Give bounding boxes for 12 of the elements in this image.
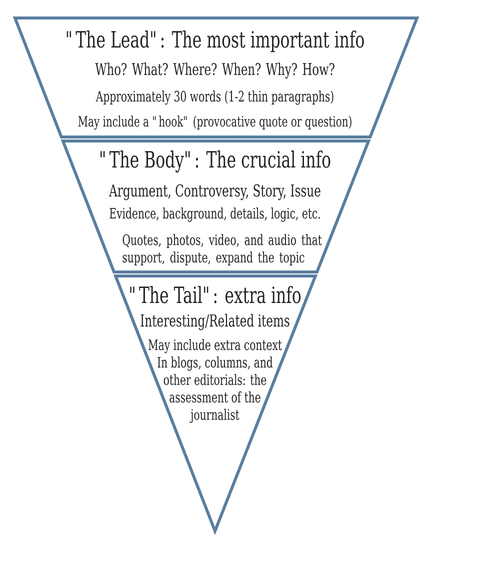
band-text: Who? What? Where? When? Why? How?	[95, 62, 334, 79]
band-text: Evidence, background, details, logic, etc.	[110, 208, 320, 222]
band-text: May include extra context	[148, 339, 282, 354]
band-heading: "The Body": The crucial info	[100, 150, 330, 172]
band-text: In blogs, columns, and other editorials: the assessment of the journalist	[158, 356, 273, 424]
band-text: Argument, Controversy, Story, Issue	[108, 184, 320, 200]
band-text: May include a "hook" (provocative quote or question)	[78, 116, 352, 130]
band-text: Quotes, photos, video, and audio that support, dispute, expand the topic	[122, 234, 322, 266]
band-heading: "The Lead": The most important info	[66, 30, 364, 52]
band-heading: "The Tail": extra info	[130, 286, 301, 304]
band-text: Approximately 30 words (1-2 thin paragraphs)	[96, 90, 334, 105]
band-text: Interesting/Related items	[140, 314, 290, 330]
